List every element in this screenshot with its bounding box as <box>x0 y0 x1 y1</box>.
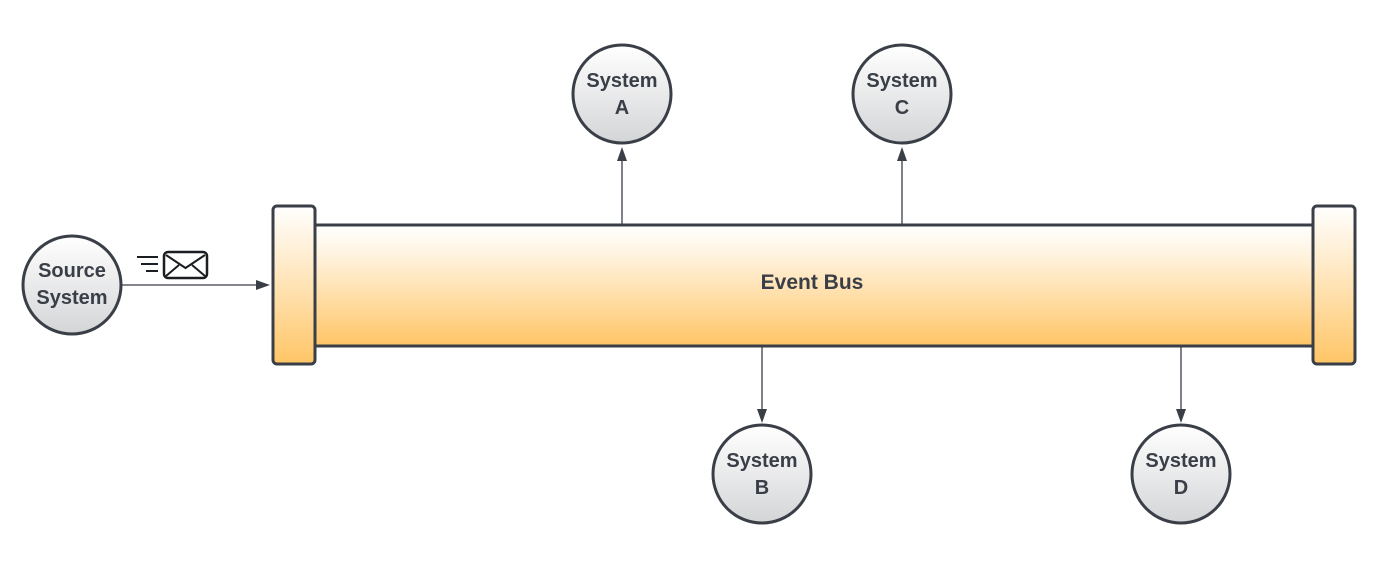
arrowhead-icon <box>757 409 767 423</box>
source-system-label-line1: Source <box>38 260 106 282</box>
connector-bus-to-system-b <box>757 346 767 423</box>
event-bus[interactable]: Event Bus <box>271 204 1357 366</box>
system-d-label-line1: System <box>1145 450 1216 472</box>
system-a-label-line2: A <box>615 97 629 119</box>
event-bus-label: Event Bus <box>761 271 864 294</box>
event-bus-body <box>310 223 1317 348</box>
envelope-icon <box>137 250 209 280</box>
source-system-label-line2: System <box>36 287 107 309</box>
system-a-label-line1: System <box>586 70 657 92</box>
event-bus-right-cap <box>1311 204 1357 366</box>
system-d-node[interactable]: System D <box>1130 423 1232 525</box>
arrowhead-icon <box>1176 409 1186 423</box>
source-system-node[interactable]: Source System <box>21 234 123 336</box>
event-bus-left-cap <box>271 204 317 366</box>
connector-source-to-bus <box>122 280 270 290</box>
system-c-node[interactable]: System C <box>851 43 953 145</box>
system-b-label-line2: B <box>755 477 769 499</box>
system-b-label-line1: System <box>726 450 797 472</box>
arrowhead-icon <box>617 147 627 161</box>
system-b-node[interactable]: System B <box>711 423 813 525</box>
connector-bus-to-system-a <box>617 147 627 224</box>
arrowhead-icon <box>256 280 270 290</box>
system-c-label-line2: C <box>895 97 909 119</box>
system-d-label-line2: D <box>1174 477 1188 499</box>
system-c-label-line1: System <box>866 70 937 92</box>
arrowhead-icon <box>897 147 907 161</box>
system-a-node[interactable]: System A <box>571 43 673 145</box>
connector-bus-to-system-d <box>1176 346 1186 423</box>
connector-bus-to-system-c <box>897 147 907 224</box>
